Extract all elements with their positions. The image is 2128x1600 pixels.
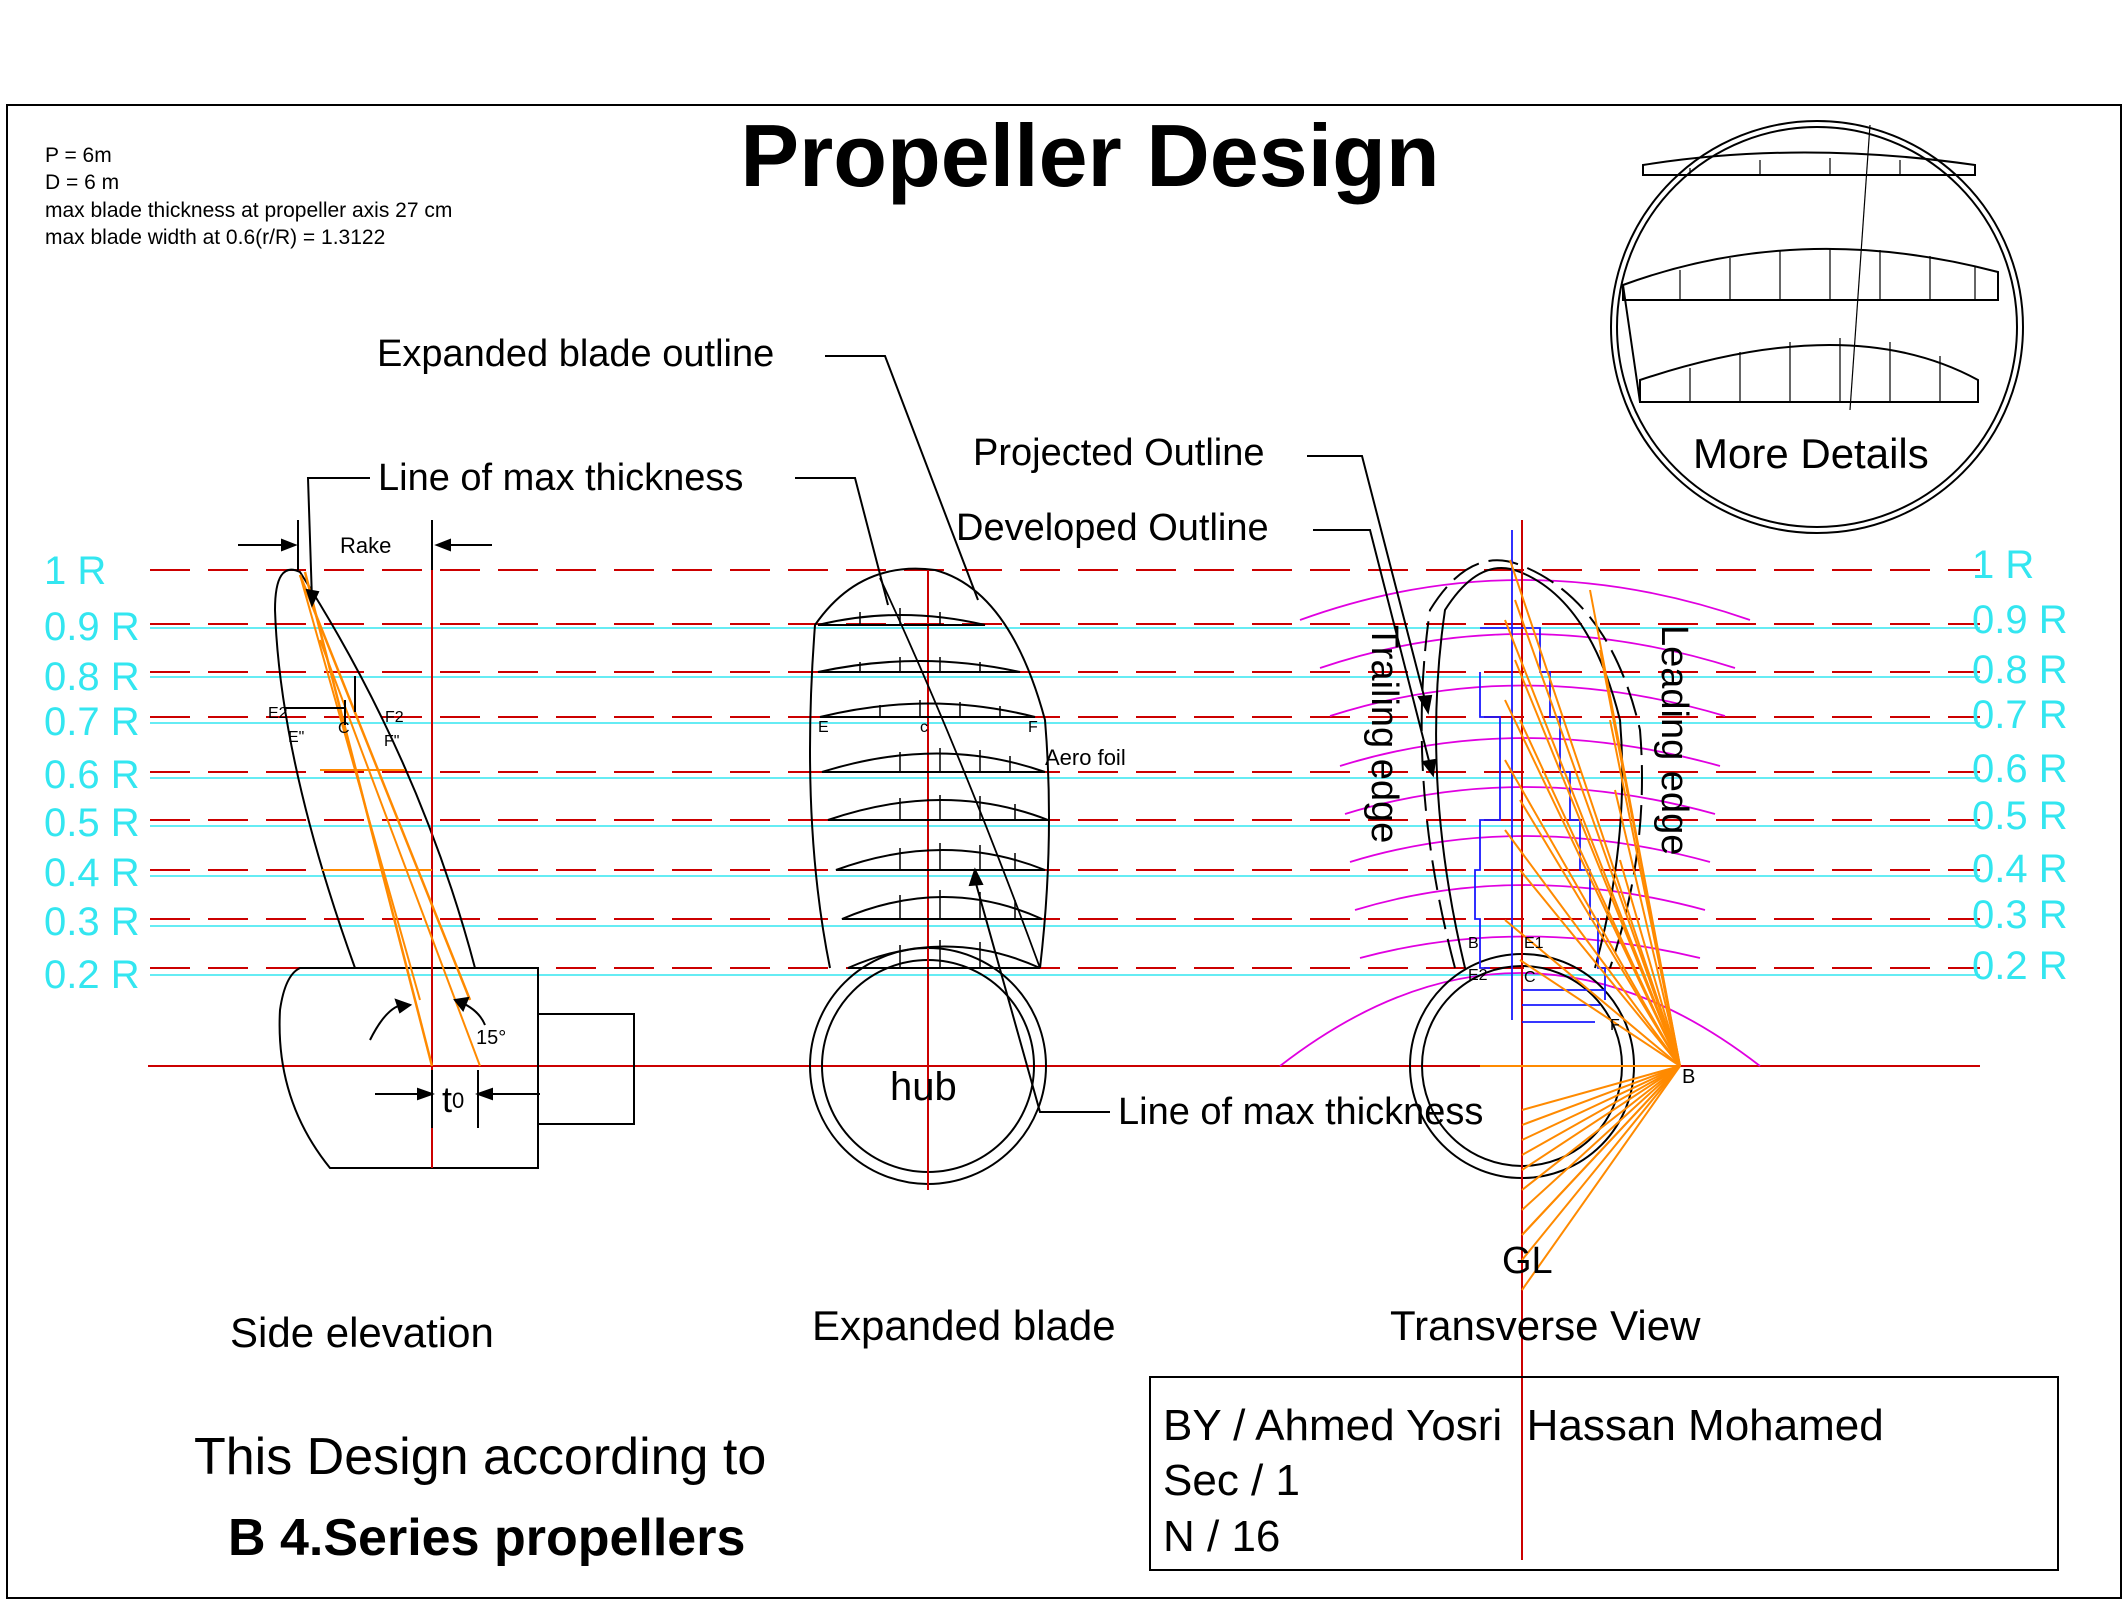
author-number: N / 16	[1163, 1512, 1280, 1561]
radius-label-right-04: 0.4 R	[1972, 847, 2068, 891]
author-section: Sec / 1	[1163, 1456, 1300, 1505]
label-expanded-blade: Expanded blade	[812, 1302, 1116, 1349]
radius-label-06: 0.6 R	[44, 753, 140, 797]
radius-label-right-02: 0.2 R	[1972, 944, 2068, 988]
radius-label-03: 0.3 R	[44, 900, 140, 944]
transverse-point-f: F	[1610, 1017, 1620, 1034]
label-transverse-view: Transverse View	[1390, 1302, 1701, 1349]
callout-line-of-max-thickness-top: Line of max thickness	[378, 457, 743, 499]
spec-list: P = 6m D = 6 m max blade thickness at pr…	[45, 144, 452, 249]
cyan-station-lines	[150, 627, 1980, 976]
radius-label-04: 0.4 R	[44, 851, 140, 895]
radius-labels-right: 1 R 0.9 R 0.8 R 0.7 R 0.6 R 0.5 R 0.4 R …	[1972, 543, 2068, 988]
expanded-point-c: c	[920, 719, 928, 736]
trailing-edge-label: Trailing edge	[1363, 625, 1405, 843]
t0-label: t0	[442, 1079, 464, 1120]
aero-foil-label: Aero foil	[1045, 745, 1126, 770]
design-note-line2: B 4.Series propellers	[228, 1509, 745, 1567]
spec-max-thickness: max blade thickness at propeller axis 27…	[45, 199, 452, 222]
side-hub-boss	[537, 1013, 635, 1125]
leader-lines	[305, 355, 1437, 1113]
point-f2: F2	[385, 709, 404, 726]
drawing-frame	[6, 104, 2122, 1599]
transverse-developed-outline	[1420, 559, 1643, 969]
radius-label-02: 0.2 R	[44, 953, 140, 997]
transverse-projected-outline	[1435, 567, 1624, 969]
leading-edge-label: Leading edge	[1653, 625, 1695, 855]
side-point-labels: E2 C F2 E" F"	[268, 705, 404, 750]
spec-diameter: D = 6 m	[45, 171, 119, 194]
spec-max-width: max blade width at 0.6(r/R) = 1.3122	[45, 226, 385, 249]
t0-subscript: 0	[452, 1088, 464, 1113]
radius-label-09: 0.9 R	[44, 605, 140, 649]
radius-label-right-06: 0.6 R	[1972, 747, 2068, 791]
radius-label-07: 0.7 R	[44, 700, 140, 744]
more-details-inset	[1610, 120, 2024, 534]
expanded-point-e: E	[818, 719, 829, 736]
radius-label-right-05: 0.5 R	[1972, 794, 2068, 838]
author-name: BY / Ahmed Yosri Hassan Mohamed	[1163, 1401, 1884, 1450]
transverse-point-e2: E2	[1468, 967, 1488, 984]
transverse-point-labels: B E1 E2 C F B	[1468, 935, 1695, 1088]
expanded-blade-view	[809, 567, 1050, 1190]
point-e2: E2	[268, 705, 288, 722]
design-note-line1: This Design according to	[194, 1428, 766, 1486]
radius-label-right-08: 0.8 R	[1972, 648, 2068, 692]
callout-projected-outline: Projected Outline	[973, 432, 1265, 474]
radius-label-08: 0.8 R	[44, 655, 140, 699]
radius-station-lines	[148, 569, 1980, 1067]
expanded-point-labels: E c F	[818, 719, 1038, 736]
author-box	[1149, 1376, 2059, 1571]
callout-developed-outline: Developed Outline	[956, 507, 1269, 549]
point-e-dd: E"	[288, 729, 304, 746]
callout-line-of-max-thickness-bottom: Line of max thickness	[1118, 1091, 1483, 1133]
page-title: Propeller Design	[740, 106, 1439, 205]
more-details-label: More Details	[1693, 430, 1929, 477]
radius-label-right-09: 0.9 R	[1972, 598, 2068, 642]
radius-label-right-1: 1 R	[1972, 543, 2034, 587]
point-f-dd: F"	[384, 733, 399, 750]
transverse-point-c: C	[1524, 969, 1536, 986]
side-hub-body	[278, 967, 539, 1169]
transverse-point-b-small: B	[1468, 935, 1479, 952]
expanded-point-f: F	[1028, 719, 1038, 736]
hub-label: hub	[890, 1065, 957, 1109]
angle-label: 15°	[476, 1027, 506, 1049]
gl-label: GL	[1502, 1240, 1553, 1282]
side-elevation-view	[238, 520, 635, 1169]
expanded-blade-outline	[809, 567, 1050, 969]
side-blade-outline	[273, 568, 477, 969]
rake-label: Rake	[340, 533, 391, 558]
transverse-point-b: B	[1682, 1066, 1695, 1088]
transverse-point-e1: E1	[1524, 935, 1544, 952]
transverse-view	[1279, 520, 1761, 1560]
spec-pitch: P = 6m	[45, 144, 112, 167]
radius-label-1: 1 R	[44, 549, 106, 593]
label-side-elevation: Side elevation	[230, 1309, 494, 1356]
callout-expanded-blade-outline: Expanded blade outline	[377, 333, 774, 375]
point-c: C	[338, 720, 350, 737]
radius-label-05: 0.5 R	[44, 801, 140, 845]
radius-label-right-07: 0.7 R	[1972, 693, 2068, 737]
radius-labels-left: 1 R 0.9 R 0.8 R 0.7 R 0.6 R 0.5 R 0.4 R …	[44, 549, 140, 997]
radius-label-right-03: 0.3 R	[1972, 893, 2068, 937]
